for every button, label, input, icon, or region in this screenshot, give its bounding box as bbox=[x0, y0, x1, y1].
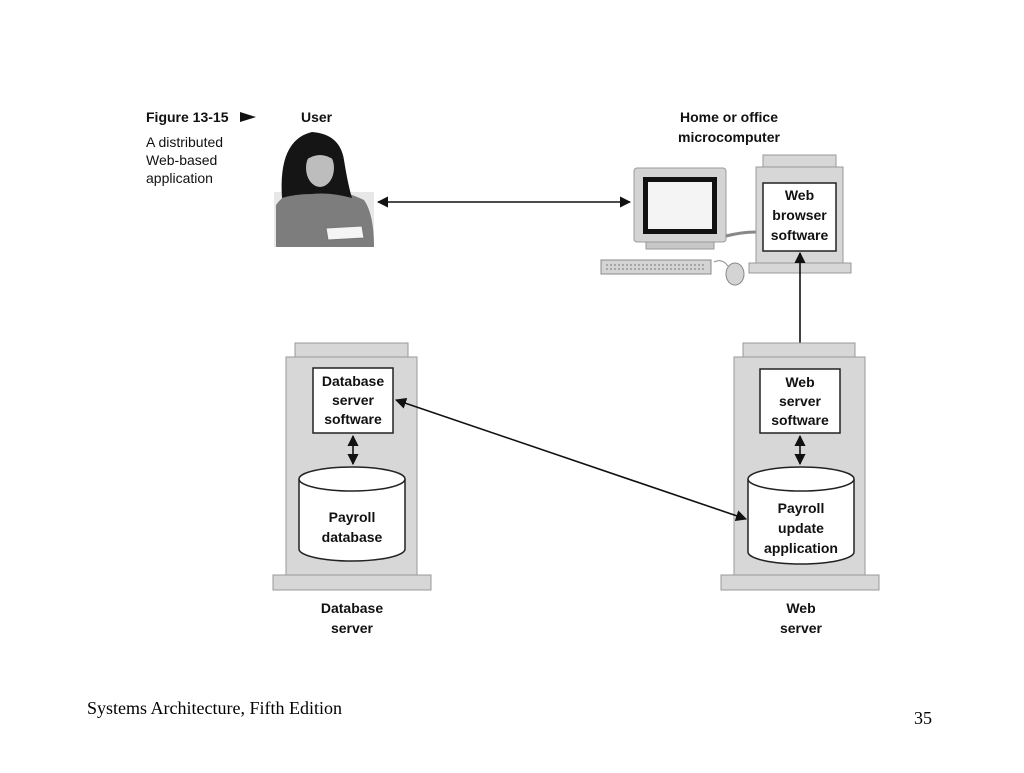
web-server-label-line: Web bbox=[786, 600, 815, 616]
web-storage-line: Payroll bbox=[778, 500, 825, 516]
payroll-application-cylinder bbox=[747, 466, 855, 565]
browser-software-line: Web bbox=[785, 187, 814, 203]
db-software-line: Database bbox=[322, 373, 384, 389]
user-person-icon bbox=[274, 132, 374, 247]
figure-pointer-icon bbox=[240, 112, 256, 122]
web-storage-line: update bbox=[778, 520, 824, 536]
db-storage-line: Payroll bbox=[329, 509, 376, 525]
web-software-line: server bbox=[779, 393, 822, 409]
db-server-software-box bbox=[312, 367, 394, 434]
browser-software-line: software bbox=[771, 227, 829, 243]
client-label-line: Home or office bbox=[680, 109, 778, 125]
user-label: User bbox=[301, 109, 333, 125]
web-storage-line: application bbox=[764, 540, 838, 556]
figure-number: Figure 13-15 bbox=[146, 109, 229, 125]
figure-caption-line: application bbox=[146, 170, 213, 186]
monitor-cable bbox=[725, 230, 757, 238]
db-software-line: server bbox=[332, 392, 375, 408]
keyboard-icon bbox=[600, 259, 712, 275]
db-software-line: software bbox=[324, 411, 382, 427]
db-storage-line: database bbox=[322, 529, 383, 545]
web-software-line: Web bbox=[785, 374, 814, 390]
db-server-label-line: server bbox=[331, 620, 374, 636]
browser-software-box bbox=[762, 182, 837, 252]
db-server-label-line: Database bbox=[321, 600, 383, 616]
client-label-line: microcomputer bbox=[678, 129, 780, 145]
figure-caption-line: A distributed bbox=[146, 134, 223, 150]
mouse-icon bbox=[713, 260, 745, 286]
figure-caption-line: Web-based bbox=[146, 152, 217, 168]
footer-book-title: Systems Architecture, Fifth Edition bbox=[87, 698, 342, 718]
browser-software-line: browser bbox=[772, 207, 827, 223]
payroll-database-cylinder bbox=[298, 466, 406, 562]
web-server-label-line: server bbox=[780, 620, 823, 636]
web-server-software-box bbox=[759, 368, 841, 434]
db-webserver-arrow bbox=[394, 397, 748, 522]
monitor-icon bbox=[633, 167, 727, 250]
web-software-line: software bbox=[771, 412, 829, 428]
footer-page-number: 35 bbox=[914, 708, 932, 728]
